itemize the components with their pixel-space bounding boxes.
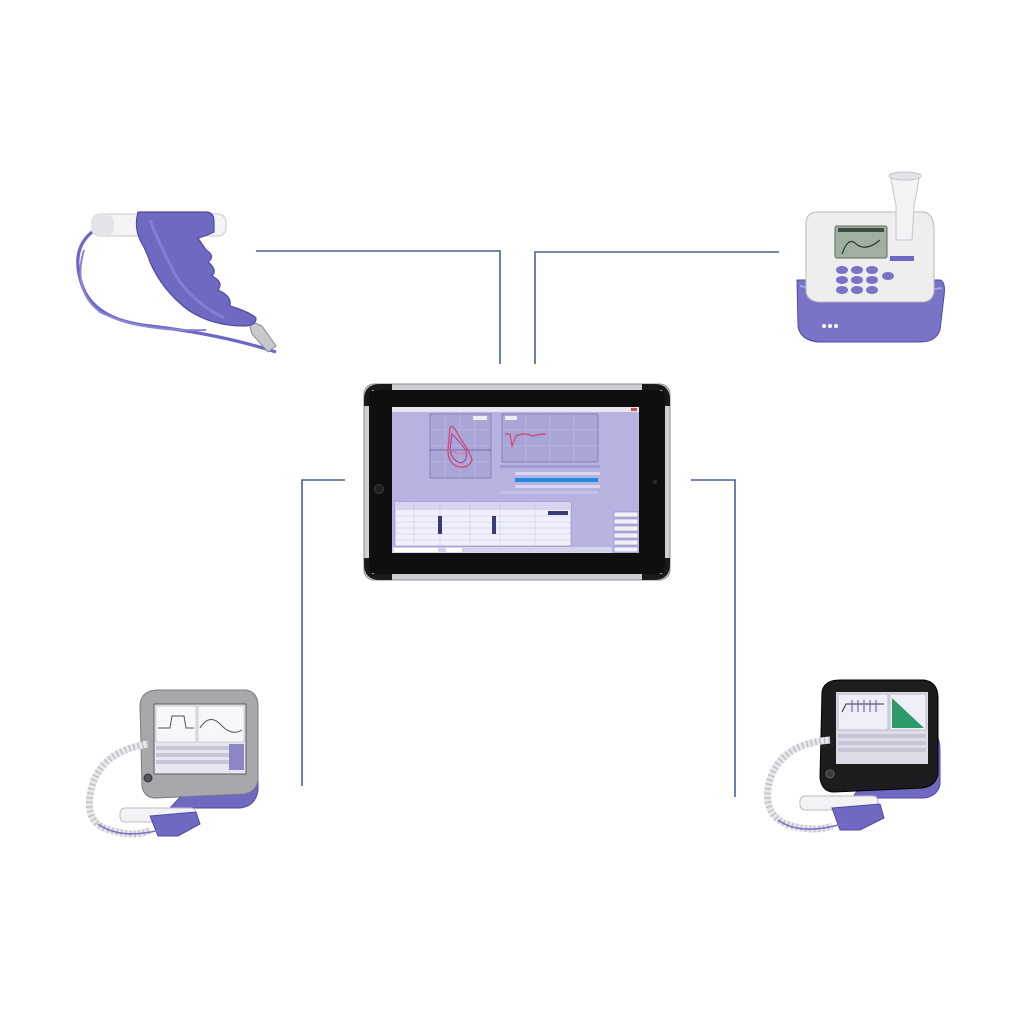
connector-bottom-left — [301, 479, 345, 786]
settings-panel — [500, 465, 600, 494]
side-button-3[interactable] — [613, 525, 639, 532]
pneumotach-handle-icon — [76, 211, 277, 354]
side-button-1[interactable] — [613, 511, 639, 518]
results-table — [394, 501, 572, 547]
side-button-6[interactable] — [613, 546, 639, 553]
screen-title-bar — [392, 407, 639, 412]
volume-time-curve — [505, 433, 547, 449]
device-sensor-gray — [149, 811, 201, 837]
connector-top-right — [534, 251, 779, 364]
tablet-hub — [363, 383, 671, 581]
side-button-5[interactable] — [613, 539, 639, 546]
plot-legend-right — [505, 416, 517, 420]
screen-status-bar — [392, 547, 612, 553]
device-button-gray — [143, 773, 153, 783]
connector-bottom-right — [691, 479, 736, 797]
connector-top-left — [256, 250, 501, 364]
tablet-screen — [392, 407, 639, 553]
touchscreen-device-icon — [764, 679, 941, 833]
status-field-2 — [446, 548, 462, 552]
flow-volume-curve-1 — [447, 425, 473, 468]
device-lcd — [834, 225, 888, 259]
sensor-connector — [247, 319, 277, 353]
connectors — [256, 250, 779, 797]
device-button-black — [825, 769, 835, 779]
sensor-handle — [135, 211, 257, 327]
side-buttons — [613, 511, 639, 553]
selected-option-row[interactable] — [515, 478, 598, 482]
side-button-4[interactable] — [613, 532, 639, 539]
keypad-spirometer-icon — [796, 171, 945, 343]
touchscreen-device-icon — [85, 689, 259, 838]
status-field-1 — [394, 548, 438, 552]
side-button-2[interactable] — [613, 518, 639, 525]
tablet-camera — [653, 480, 657, 484]
flow-volume-curve-3 — [448, 449, 471, 455]
device-keypad — [836, 266, 894, 294]
device-mouthpiece — [889, 173, 921, 241]
volume-time-grid — [502, 414, 598, 462]
screen-close-icon — [631, 408, 637, 411]
device-sensor-black — [831, 803, 885, 831]
flow-volume-curve-2 — [449, 432, 467, 464]
tablet-home-button — [374, 484, 384, 494]
plot-legend-left — [473, 416, 487, 420]
